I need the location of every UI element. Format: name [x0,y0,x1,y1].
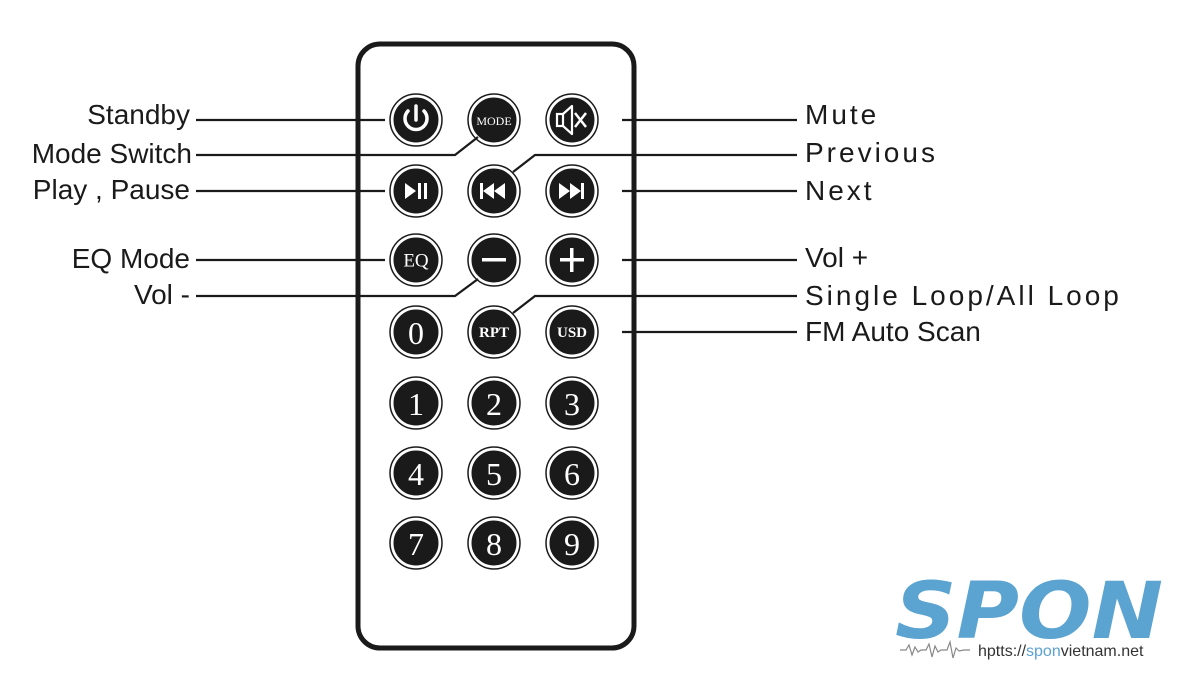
logo-url-prefix: hptts:// [978,643,1027,660]
minus-icon [482,258,506,262]
digit-6-label: 6 [564,456,580,492]
label-fm-scan: FM Auto Scan [805,316,981,347]
label-loop: Single Loop/All Loop [805,280,1122,311]
leader-lines [196,118,797,334]
digit-3-button[interactable]: 3 [545,376,599,430]
label-previous: Previous [805,137,938,168]
digit-2-label: 2 [486,386,502,422]
label-mode-switch: Mode Switch [32,138,192,169]
leader-mode-switch [196,136,479,157]
digit-3-label: 3 [564,386,580,422]
digit-1-button[interactable]: 1 [389,376,443,430]
digit-5-label: 5 [486,456,502,492]
digit-4-button[interactable]: 4 [389,446,443,500]
mode-button[interactable]: MODE [467,93,521,147]
play-pause-button[interactable] [389,164,443,218]
digit-8-button[interactable]: 8 [467,516,521,570]
leader-vol-minus [196,278,479,298]
label-next: Next [805,175,875,206]
label-play-pause: Play , Pause [33,174,190,205]
spon-logo: SPON hptts://sponvietnam.net [895,567,1163,660]
usd-button-label: USD [557,325,587,341]
power-icon [403,104,429,132]
vol-plus-button[interactable] [545,233,599,287]
vol-minus-button[interactable] [467,233,521,287]
digit-0-label: 0 [408,315,424,351]
digit-7-label: 7 [408,526,424,562]
digit-7-button[interactable]: 7 [389,516,443,570]
leader-previous [512,153,797,173]
logo-url-suffix: vietnam.net [1061,643,1144,660]
previous-icon [480,183,505,199]
logo-brand-text: SPON [895,567,1163,657]
digit-5-button[interactable]: 5 [467,446,521,500]
digit-2-button[interactable]: 2 [467,376,521,430]
logo-url-brand: spon [1026,643,1061,660]
sound-wave-icon [900,639,970,659]
next-icon [559,183,584,199]
usd-button[interactable]: USD [545,305,599,359]
leader-loop [512,294,797,314]
mute-icon [555,104,587,136]
digit-6-button[interactable]: 6 [545,446,599,500]
logo-url: hptts://sponvietnam.net [978,643,1144,660]
plus-icon [560,248,584,272]
eq-button-label: EQ [403,251,429,272]
digit-0-button[interactable]: 0 [389,305,443,359]
mode-button-label: MODE [476,114,511,128]
label-eq-mode: EQ Mode [72,243,190,274]
digit-4-label: 4 [408,456,424,492]
rpt-button-label: RPT [479,325,509,341]
label-mute: Mute [805,99,879,130]
play-pause-icon [405,183,427,199]
previous-button[interactable] [467,164,521,218]
digit-8-label: 8 [486,526,502,562]
digit-9-label: 9 [564,526,580,562]
digit-9-button[interactable]: 9 [545,516,599,570]
label-vol-plus: Vol + [805,242,868,273]
label-standby: Standby [87,99,190,130]
next-button[interactable] [545,164,599,218]
digit-1-label: 1 [408,386,424,422]
standby-button[interactable] [389,93,443,147]
eq-button[interactable]: EQ [389,233,443,287]
rpt-button[interactable]: RPT [467,305,521,359]
label-vol-minus: Vol - [134,279,190,310]
mute-button[interactable] [545,93,599,147]
